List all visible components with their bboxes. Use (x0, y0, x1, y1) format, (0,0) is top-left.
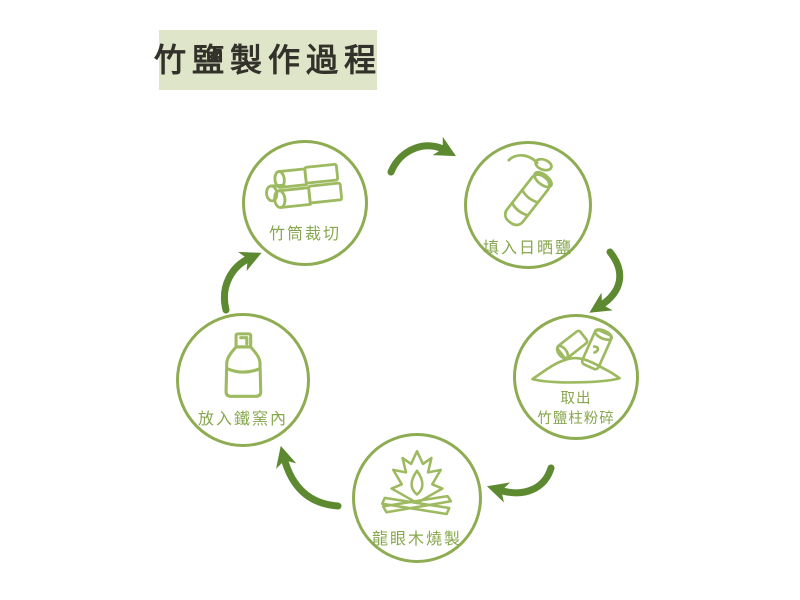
fill-salt-tube-icon (503, 154, 553, 227)
step-node-fill-salt: 填入日晒鹽 (464, 141, 592, 269)
arrow-step2-to-step3 (589, 248, 624, 313)
step-label: 龍眼木燒製 (371, 528, 462, 548)
arrow-step4-to-step5 (276, 445, 342, 510)
arrow-step3-to-step4 (486, 464, 555, 503)
arrow-step5-to-step1 (221, 251, 262, 314)
crushed-salt-pillar-icon (531, 328, 621, 385)
step-label: 放入鐵窯內 (197, 409, 288, 429)
step-label: 填入日晒鹽 (482, 238, 573, 258)
step-node-iron-kiln: 放入鐵窯內 (176, 313, 310, 447)
bamboo-tubes-icon (265, 163, 343, 210)
page-title: 竹鹽製作過程 (154, 41, 383, 79)
step-node-bamboo-cutting: 竹筒裁切 (242, 140, 368, 266)
step-label: 取出 (560, 391, 592, 408)
step-label: 竹筒裁切 (268, 224, 341, 244)
arrow-step1-to-step2 (387, 136, 457, 176)
longan-wood-fire-icon (380, 449, 453, 515)
iron-kiln-icon (224, 332, 263, 399)
step-node-take-out-crush: 取出 竹鹽柱粉碎 (513, 314, 639, 440)
step-node-longan-firing: 龍眼木燒製 (352, 433, 482, 563)
step-sublabel: 竹鹽柱粉碎 (537, 411, 615, 427)
title-box: 竹鹽製作過程 (154, 30, 377, 90)
